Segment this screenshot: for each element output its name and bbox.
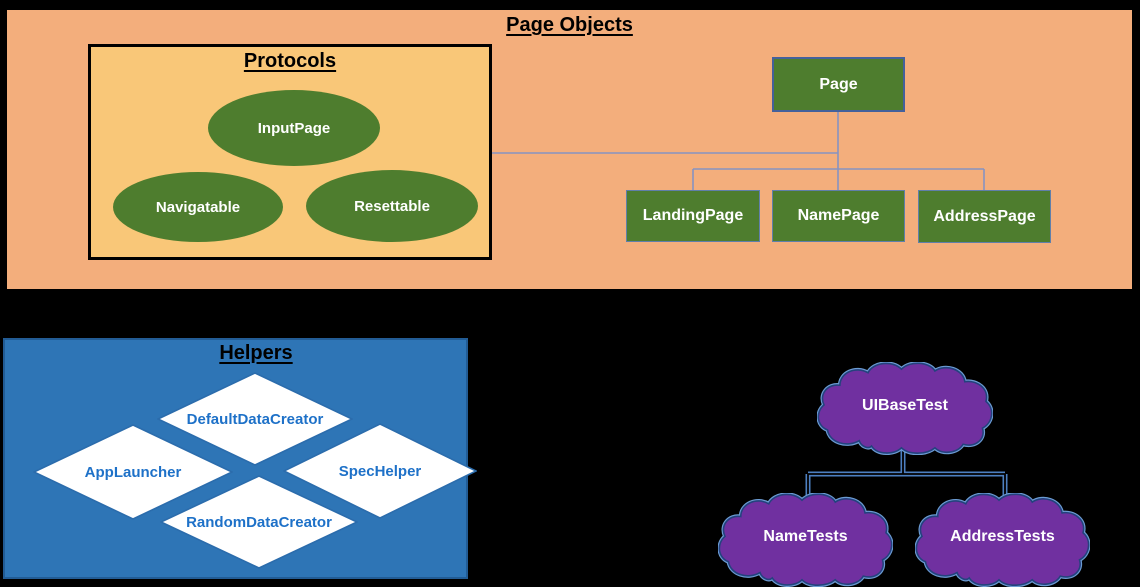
page-objects-panel: Page Objects Protocols InputPage Navigat… bbox=[5, 8, 1134, 291]
class-label: AddressPage bbox=[933, 207, 1036, 225]
test-cloud-nametests: NameTests bbox=[718, 493, 893, 587]
class-box-namepage: NamePage bbox=[772, 190, 905, 242]
diamond-shape bbox=[160, 475, 358, 569]
diamond-shape bbox=[157, 372, 353, 466]
helper-label: RandomDataCreator bbox=[186, 513, 332, 531]
helper-label: DefaultDataCreator bbox=[186, 410, 324, 428]
protocol-label: InputPage bbox=[257, 119, 331, 137]
helper-label: SpecHelper bbox=[338, 462, 422, 480]
page-objects-title: Page Objects bbox=[506, 14, 633, 36]
test-label: AddressTests bbox=[950, 528, 1055, 545]
protocol-ellipse-inputpage: InputPage bbox=[208, 90, 380, 166]
protocol-ellipse-navigatable: Navigatable bbox=[113, 172, 283, 242]
class-label: NamePage bbox=[797, 207, 880, 224]
cloud-shape bbox=[915, 493, 1090, 587]
helper-diamond-spechelper: SpecHelper bbox=[283, 423, 477, 519]
class-label: LandingPage bbox=[642, 207, 744, 224]
helper-diamond-defaultdatacreator: DefaultDataCreator bbox=[157, 372, 353, 466]
test-label: NameTests bbox=[763, 528, 848, 545]
protocol-label: Navigatable bbox=[155, 198, 241, 216]
class-box-addresspage: AddressPage bbox=[918, 190, 1051, 243]
helpers-panel: Helpers DefaultDataCreator AppLauncher S… bbox=[3, 338, 477, 579]
helpers-title: Helpers bbox=[219, 342, 293, 364]
test-cloud-addresstests: AddressTests bbox=[915, 493, 1090, 587]
protocols-box: Protocols InputPage Navigatable Resettab… bbox=[88, 44, 492, 260]
helper-label: AppLauncher bbox=[84, 463, 182, 481]
cloud-shape bbox=[718, 493, 893, 587]
class-box-page: Page bbox=[772, 57, 905, 112]
diamond-shape bbox=[283, 423, 477, 519]
test-cloud-uibasetest: UIBaseTest bbox=[817, 362, 993, 455]
helper-diamond-randomdatacreator: RandomDataCreator bbox=[160, 475, 358, 569]
protocol-ellipse-resettable: Resettable bbox=[306, 170, 478, 242]
diamond-shape bbox=[33, 424, 233, 520]
protocols-title: Protocols bbox=[243, 50, 337, 72]
cloud-shape bbox=[817, 362, 993, 455]
helper-diamond-applauncher: AppLauncher bbox=[33, 424, 233, 520]
class-box-landingpage: LandingPage bbox=[626, 190, 760, 242]
protocol-label: Resettable bbox=[354, 197, 430, 215]
class-label: Page bbox=[819, 75, 858, 93]
test-label: UIBaseTest bbox=[862, 396, 948, 414]
